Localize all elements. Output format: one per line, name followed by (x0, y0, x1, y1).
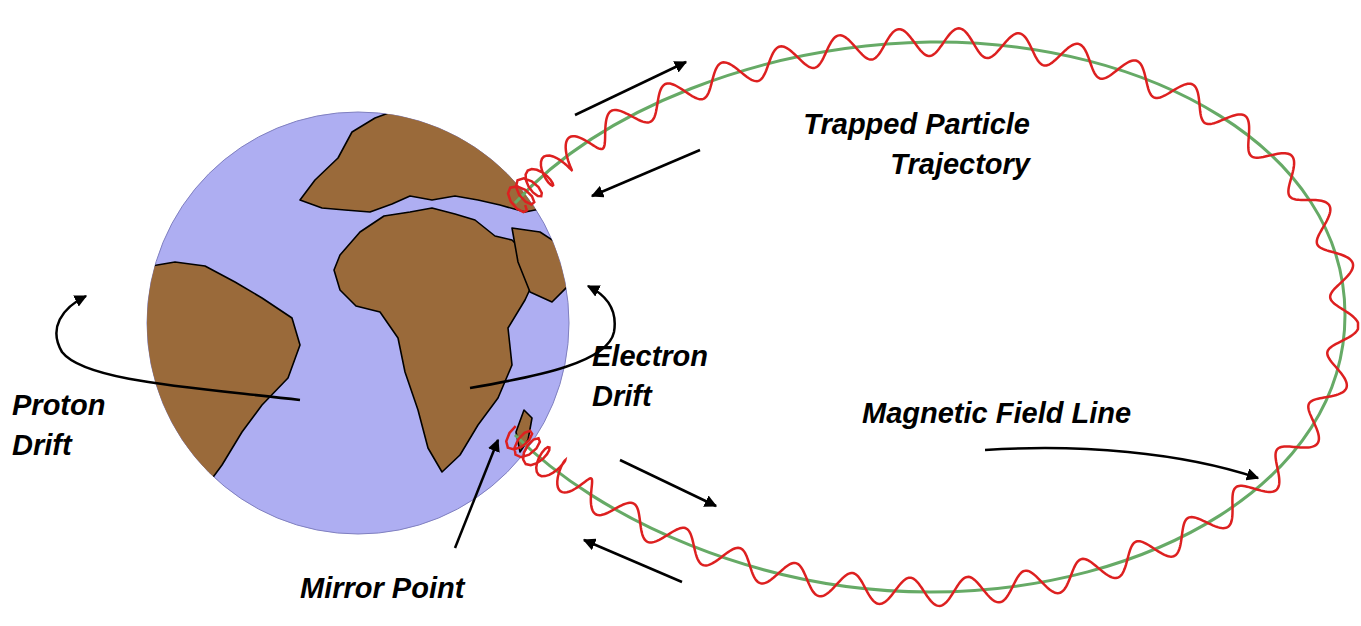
mirror-point-arrow (455, 440, 498, 548)
proton-drift-label: Proton Drift (12, 385, 152, 465)
europe (300, 106, 568, 212)
trajectory-path (506, 28, 1358, 606)
proton-drift-arrow (56, 296, 300, 400)
motion-arrow (575, 62, 686, 115)
arabia (512, 228, 572, 302)
field-line-label: Magnetic Field Line (862, 393, 1162, 433)
africa (334, 208, 538, 472)
electron-drift-label: Electron Drift (592, 336, 762, 416)
mirror-point-label: Mirror Point (300, 568, 550, 608)
field-line-arrow (985, 448, 1258, 478)
electron-drift-arrow (470, 286, 615, 388)
motion-arrow (584, 540, 682, 582)
trajectory-label: Trapped Particle Trajectory (715, 104, 1030, 184)
earth (140, 106, 572, 534)
particle-trajectory (506, 28, 1358, 606)
motion-arrow (592, 150, 700, 196)
magnetic-field-line (515, 42, 1345, 592)
south-america (140, 262, 300, 495)
arrows (56, 62, 1258, 582)
motion-arrow (620, 460, 716, 506)
